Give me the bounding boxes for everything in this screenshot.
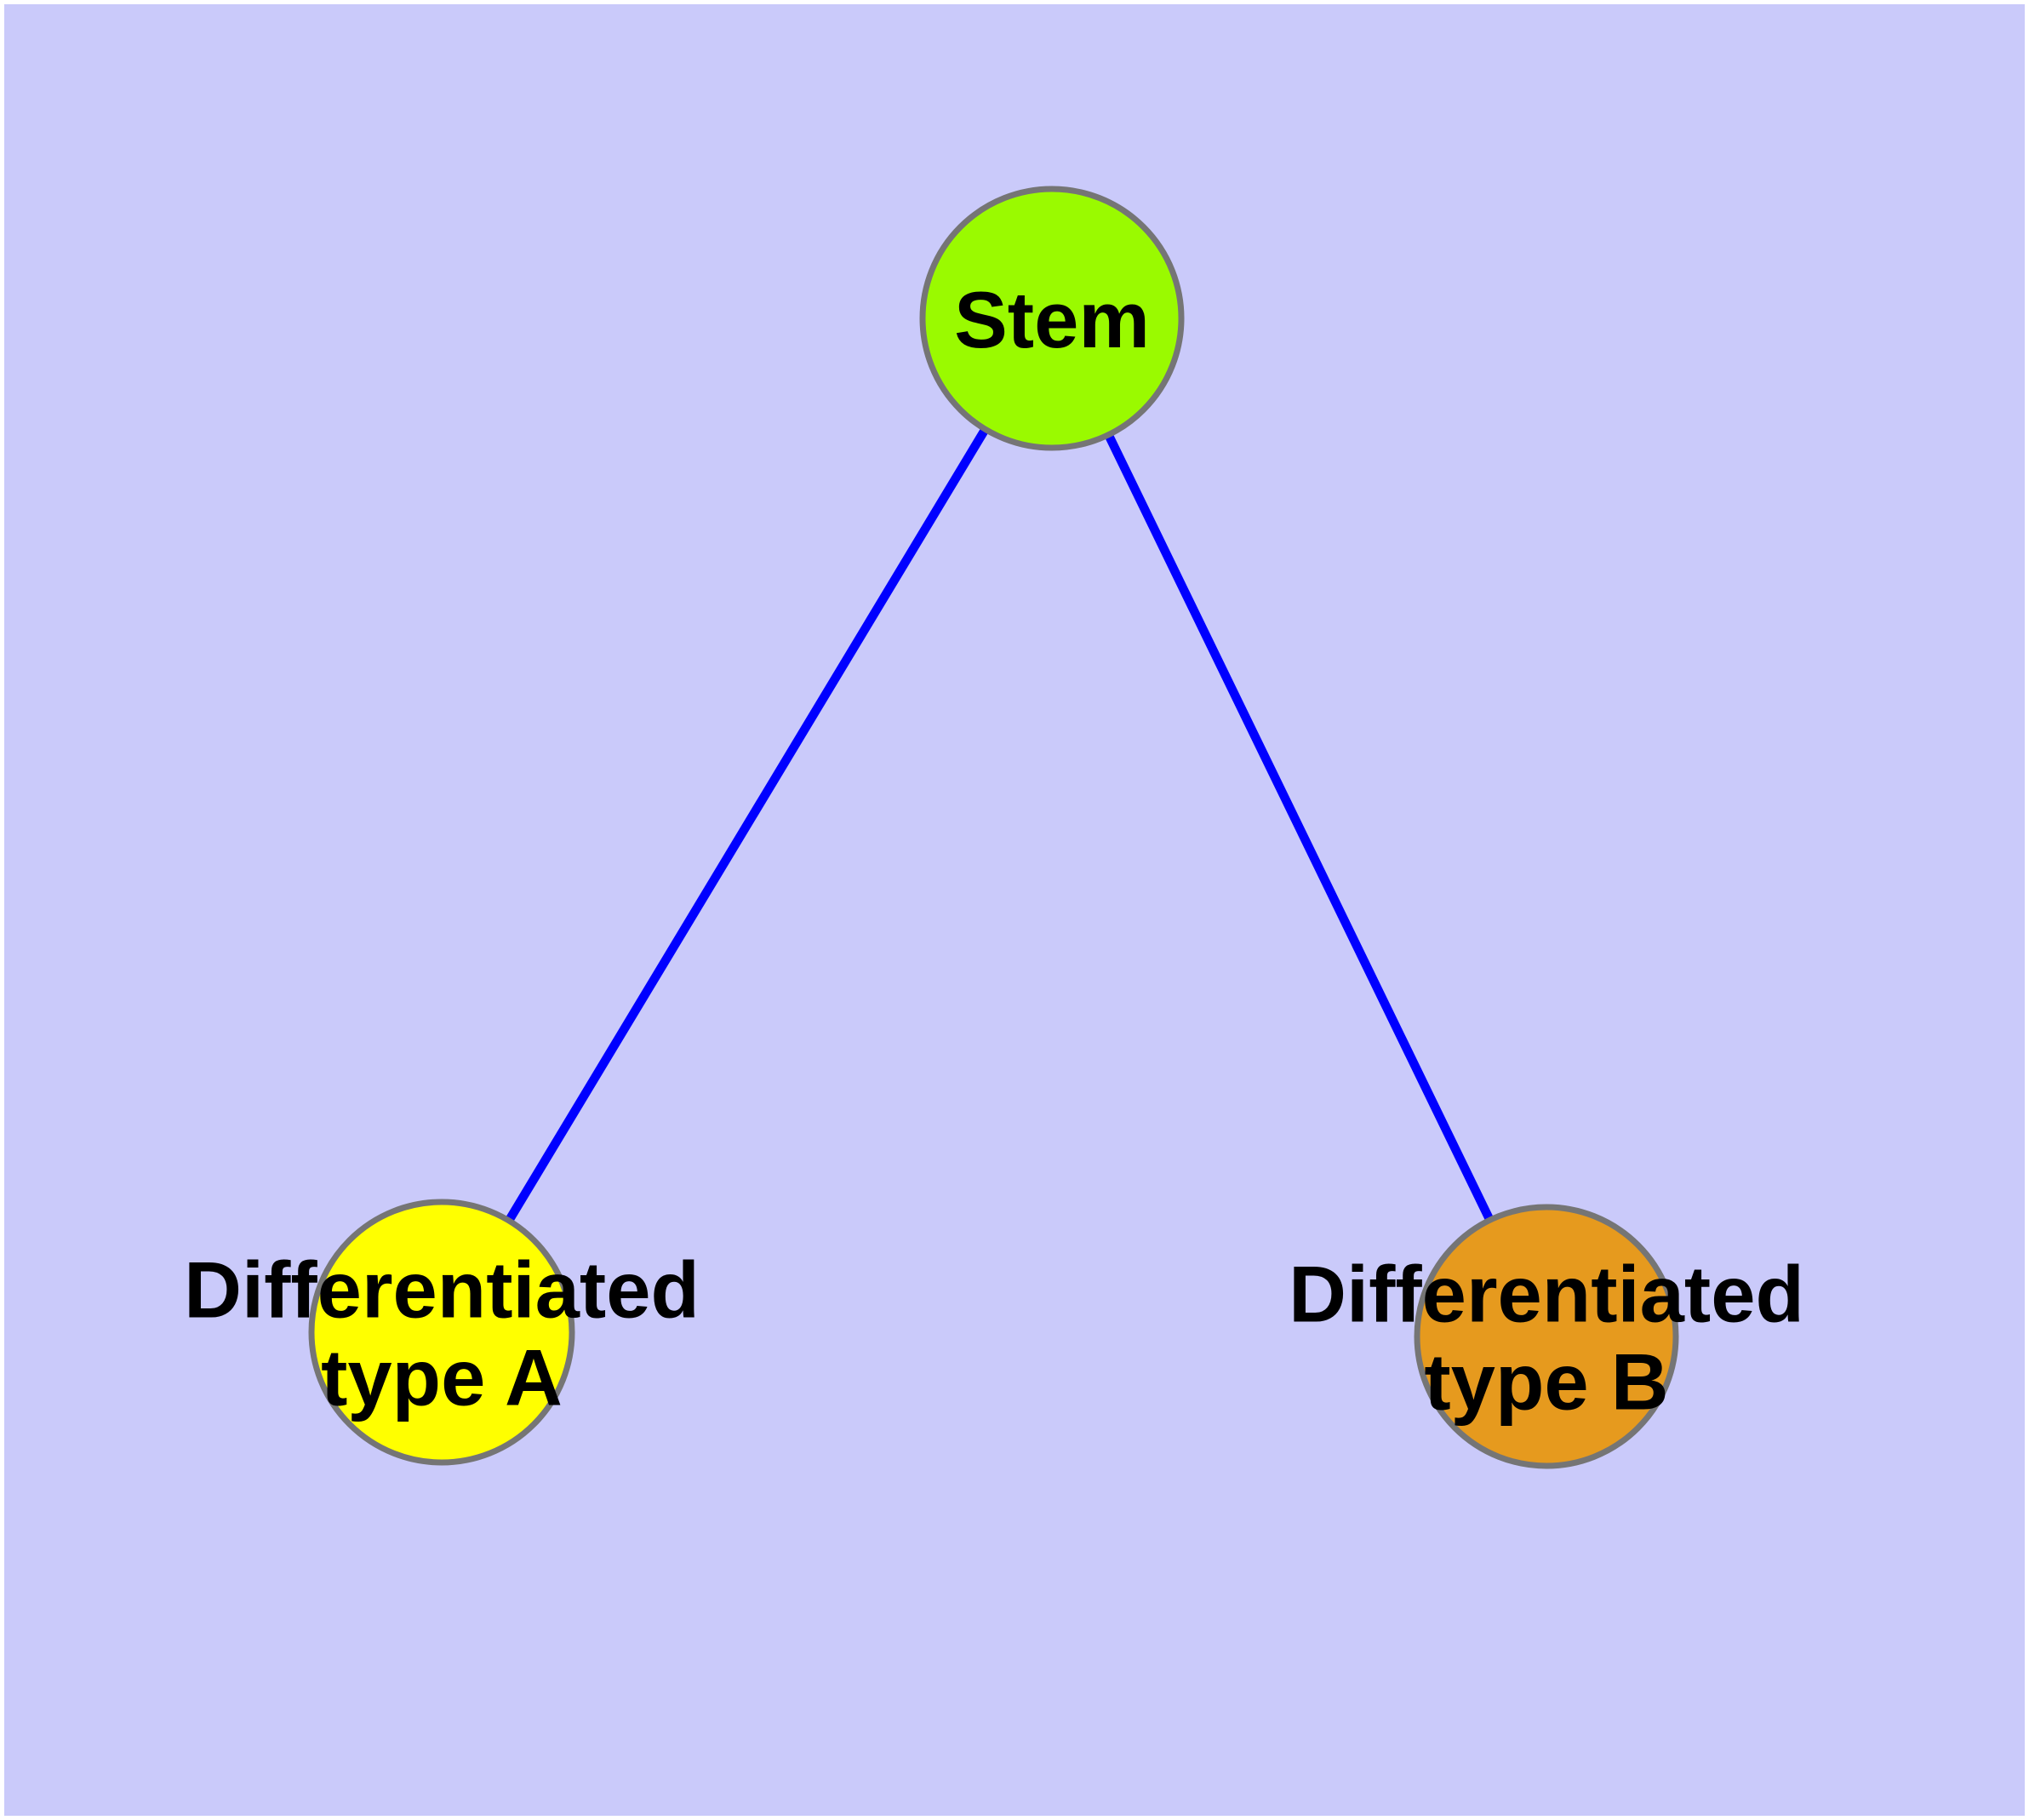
edge-stem-differentiated-type-a bbox=[437, 316, 1056, 1335]
edges-layer bbox=[437, 316, 1551, 1339]
node-differentiated-type-b-label-line-1: type B bbox=[1424, 1337, 1668, 1427]
node-stem-label-line-0: Stem bbox=[954, 275, 1150, 364]
node-differentiated-type-a-label-line-0: Differentiated bbox=[184, 1245, 700, 1335]
node-differentiated-type-b-circle bbox=[1414, 1204, 1679, 1469]
node-differentiated-type-b-label-line-0: Differentiated bbox=[1289, 1250, 1804, 1339]
node-differentiated-type-a-label-line-1: type A bbox=[321, 1333, 563, 1422]
nodes-layer bbox=[308, 186, 1679, 1469]
node-differentiated-type-a-circle bbox=[308, 1199, 575, 1466]
edge-stem-differentiated-type-b bbox=[1048, 316, 1551, 1339]
node-stem-circle bbox=[919, 186, 1185, 451]
